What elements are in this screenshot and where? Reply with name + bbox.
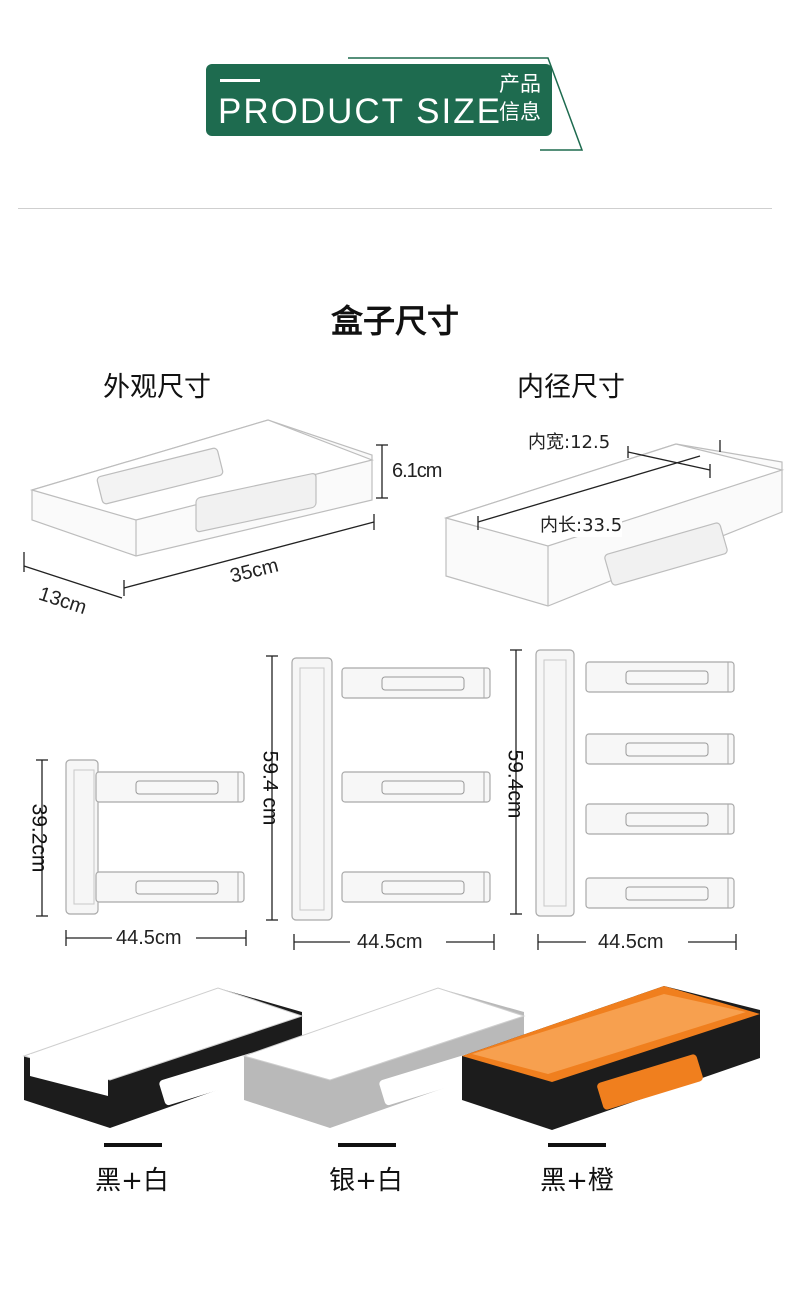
header-subtitle: 产品信息 (499, 72, 541, 124)
color-bar-2 (338, 1143, 396, 1147)
color-label-black-white: 黑+白 (95, 1166, 169, 1196)
variant-black-orange (462, 986, 760, 1130)
inner-length-label: 内长:33.5 (540, 511, 623, 537)
rack-two-tier (65, 759, 245, 915)
header-title: PRODUCT SIZE (218, 92, 502, 131)
header-accent-line (220, 79, 260, 82)
outer-size-heading: 外观尺寸 (103, 372, 211, 403)
box-size-heading: 盒子尺寸 (330, 302, 459, 340)
section-divider (18, 208, 772, 209)
variant-black-white (22, 987, 304, 1128)
variant-silver-white (242, 987, 526, 1128)
inner-size-heading: 内径尺寸 (517, 372, 625, 403)
outer-height-label: 6.1cm (392, 460, 442, 482)
rack2-width-label: 44.5cm (357, 931, 423, 953)
outer-box-image (29, 419, 374, 557)
outer-dimension-lines (23, 444, 388, 599)
color-label-silver-white: 银+白 (329, 1166, 403, 1196)
inner-width-label: 内宽:12.5 (528, 432, 611, 453)
color-bar-1 (104, 1143, 162, 1147)
rack1-width-label: 44.5cm (116, 927, 182, 949)
color-label-black-orange: 黑+橙 (540, 1166, 614, 1196)
color-bar-3 (548, 1143, 606, 1147)
rack-dimension-lines (36, 649, 737, 950)
rack-three-tier (291, 657, 491, 921)
rack3-width-label: 44.5cm (598, 931, 664, 953)
rack-four-tier (535, 649, 735, 917)
inner-dimension-lines (477, 440, 721, 530)
